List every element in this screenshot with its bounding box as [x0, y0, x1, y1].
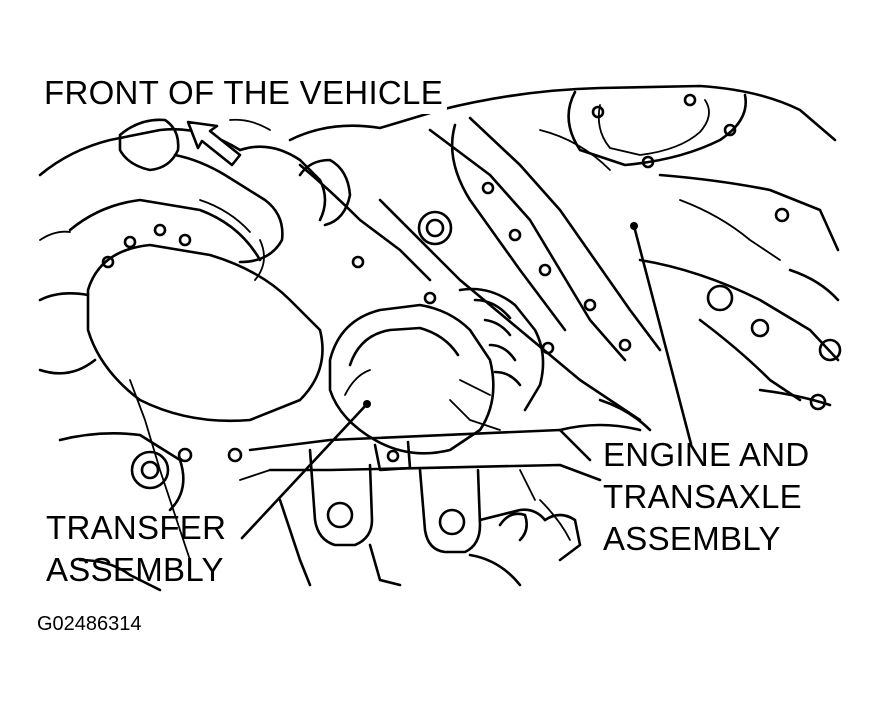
- front-arrow-icon: [186, 120, 242, 167]
- front-of-vehicle-label: FRONT OF THE VEHICLE: [44, 72, 448, 114]
- engine-label-line-2: TRANSAXLE: [603, 478, 802, 515]
- transfer-assembly: [328, 287, 545, 455]
- engine-leader-dot: [630, 222, 638, 230]
- crossmember-bracket: [239, 428, 602, 587]
- transfer-leader-dot: [363, 400, 371, 408]
- engine-leader-line: [632, 224, 693, 446]
- intake-front: [118, 118, 352, 281]
- figure-code: G02486314: [37, 613, 142, 635]
- engine-label-line-1: ENGINE AND: [603, 436, 810, 473]
- engine-label-line-3: ASSEMBLY: [603, 520, 781, 557]
- engine-transaxle-body: [288, 84, 842, 422]
- transfer-leader-line: [240, 402, 369, 540]
- transfer-label-line-1: TRANSFER: [46, 509, 227, 546]
- transfer-assembly-label: TRANSFER ASSEMBLY: [46, 507, 226, 591]
- lower-right-details: [498, 398, 652, 542]
- transfer-label-line-2: ASSEMBLY: [46, 551, 224, 588]
- engine-transaxle-assembly-label: ENGINE AND TRANSAXLE ASSEMBLY: [603, 434, 810, 560]
- leader-lines: [240, 222, 693, 540]
- bolts: [101, 93, 790, 463]
